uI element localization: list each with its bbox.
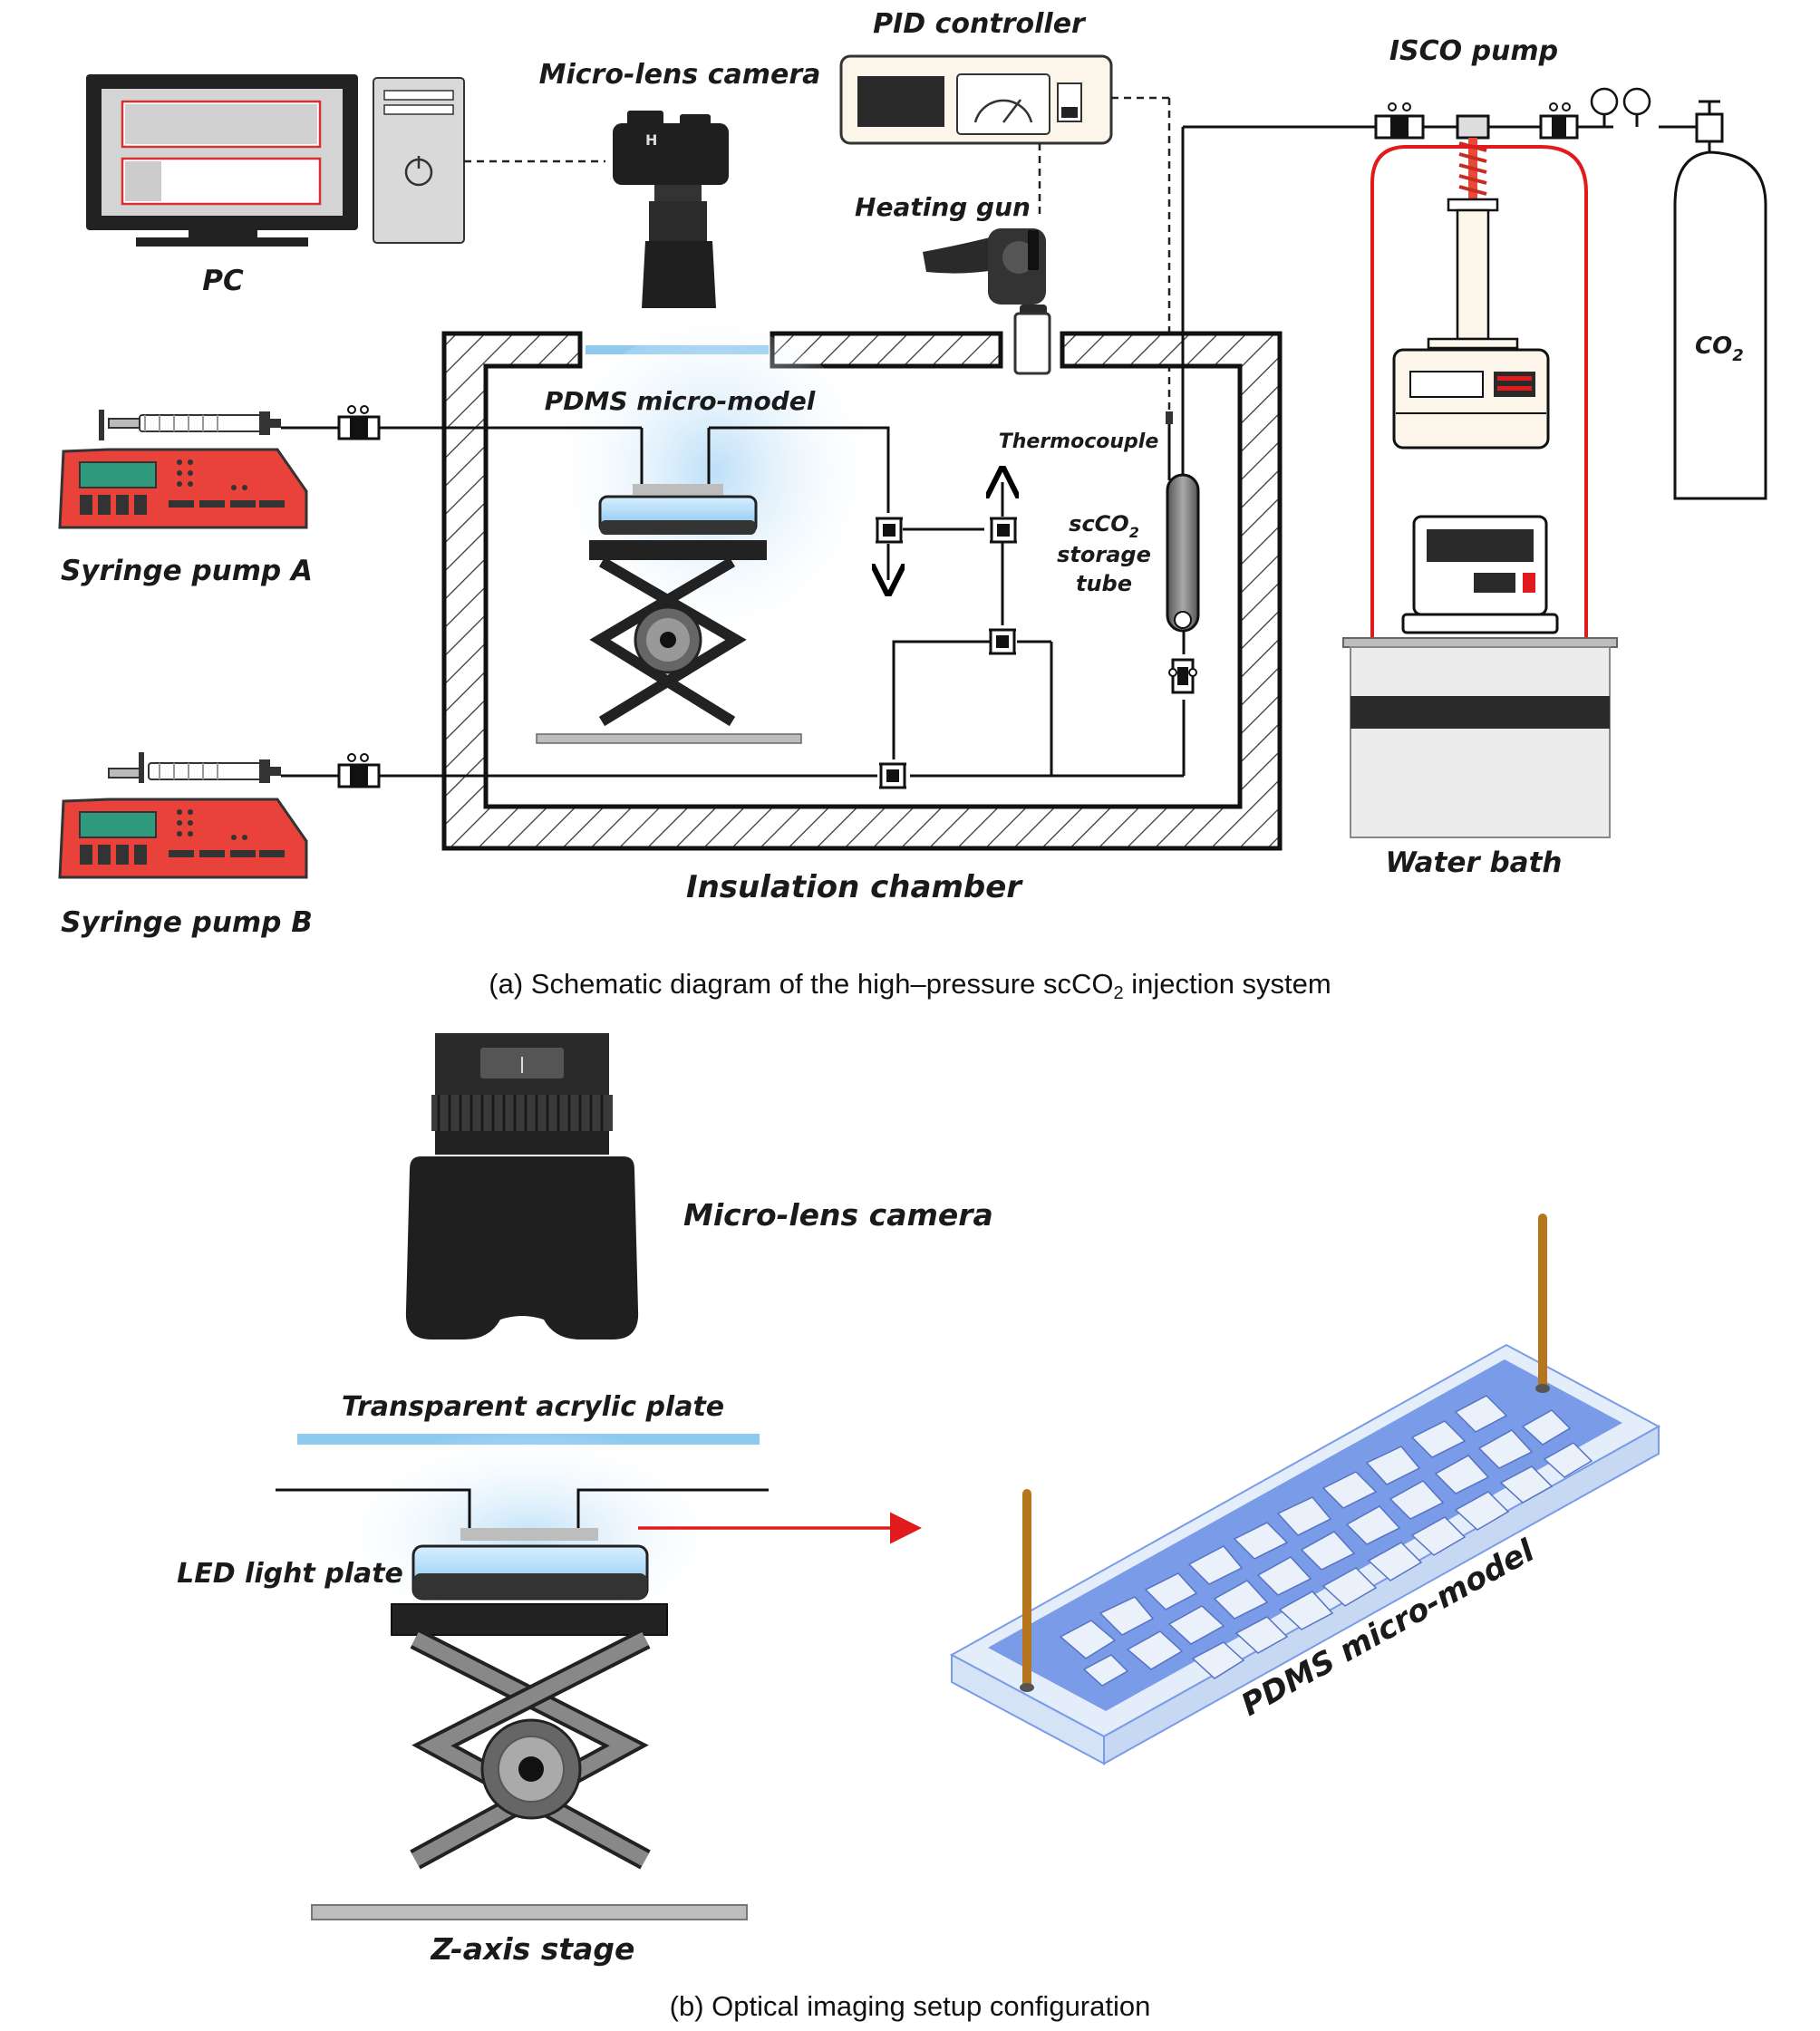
svg-text:H: H (645, 131, 657, 149)
scco2-storage-tube (1166, 127, 1200, 694)
pc (86, 74, 605, 247)
co2-regulator (1695, 100, 1724, 156)
panel-b: Micro-lens camera Transparent acrylic pl… (177, 1033, 1661, 2022)
label-pdms-micro-model-a: PDMS micro-model (545, 386, 816, 416)
caption-panel-a: (a) Schematic diagram of the high–pressu… (489, 968, 1331, 1003)
label-storage-line-1: scCO2 (1069, 511, 1139, 541)
valve-cross-3 (989, 628, 1016, 655)
label-z-axis-stage: Z-axis stage (431, 1931, 635, 1967)
panel-a: H (58, 8, 1767, 1003)
label-co2: CO2 (1695, 333, 1744, 365)
caption-panel-b: (b) Optical imaging setup configuration (670, 1990, 1151, 2022)
valve-cross-1 (876, 517, 903, 544)
water-bath (1342, 515, 1618, 838)
imaging-stage-b (276, 1427, 769, 1920)
pressure-gauges (1590, 87, 1651, 127)
label-syringe-pump-a: Syringe pump A (61, 555, 313, 587)
syringe-pump-a (58, 405, 381, 529)
label-led-light-plate: LED light plate (177, 1558, 403, 1590)
valve-inline-top-2 (1539, 102, 1579, 140)
label-storage-line-2: storage (1057, 542, 1151, 567)
pid-controller (839, 54, 1171, 437)
piping-network (281, 426, 1186, 778)
valve-inline-top-1 (1374, 102, 1425, 140)
label-storage-line-3: tube (1076, 571, 1132, 596)
label-camera-b: Micro-lens camera (683, 1197, 993, 1233)
water-bath-loop (1370, 145, 1588, 640)
label-pid-controller: PID controller (873, 8, 1087, 40)
label-camera-a: Micro-lens camera (539, 59, 821, 91)
valve-cross-4 (879, 762, 906, 789)
syringe-pump-b (58, 752, 381, 879)
imaging-stage-a (536, 326, 886, 744)
label-thermocouple: Thermocouple (999, 430, 1159, 453)
valve-cross-2 (990, 517, 1017, 544)
label-insulation-chamber: Insulation chamber (686, 869, 1023, 905)
micro-lens-camera-b (405, 1033, 639, 1339)
micro-lens-camera-a: H (613, 111, 729, 308)
label-water-bath: Water bath (1386, 846, 1563, 879)
isco-pump (1392, 114, 1550, 450)
label-isco-pump: ISCO pump (1389, 35, 1558, 67)
label-syringe-pump-b: Syringe pump B (61, 906, 313, 939)
label-pc: PC (202, 265, 244, 297)
label-heating-gun: Heating gun (855, 192, 1031, 222)
pdms-micro-model-3d (949, 1214, 1661, 1765)
label-acrylic-plate: Transparent acrylic plate (342, 1391, 724, 1423)
co2-cylinder (1673, 150, 1767, 500)
heating-gun (923, 228, 1051, 375)
